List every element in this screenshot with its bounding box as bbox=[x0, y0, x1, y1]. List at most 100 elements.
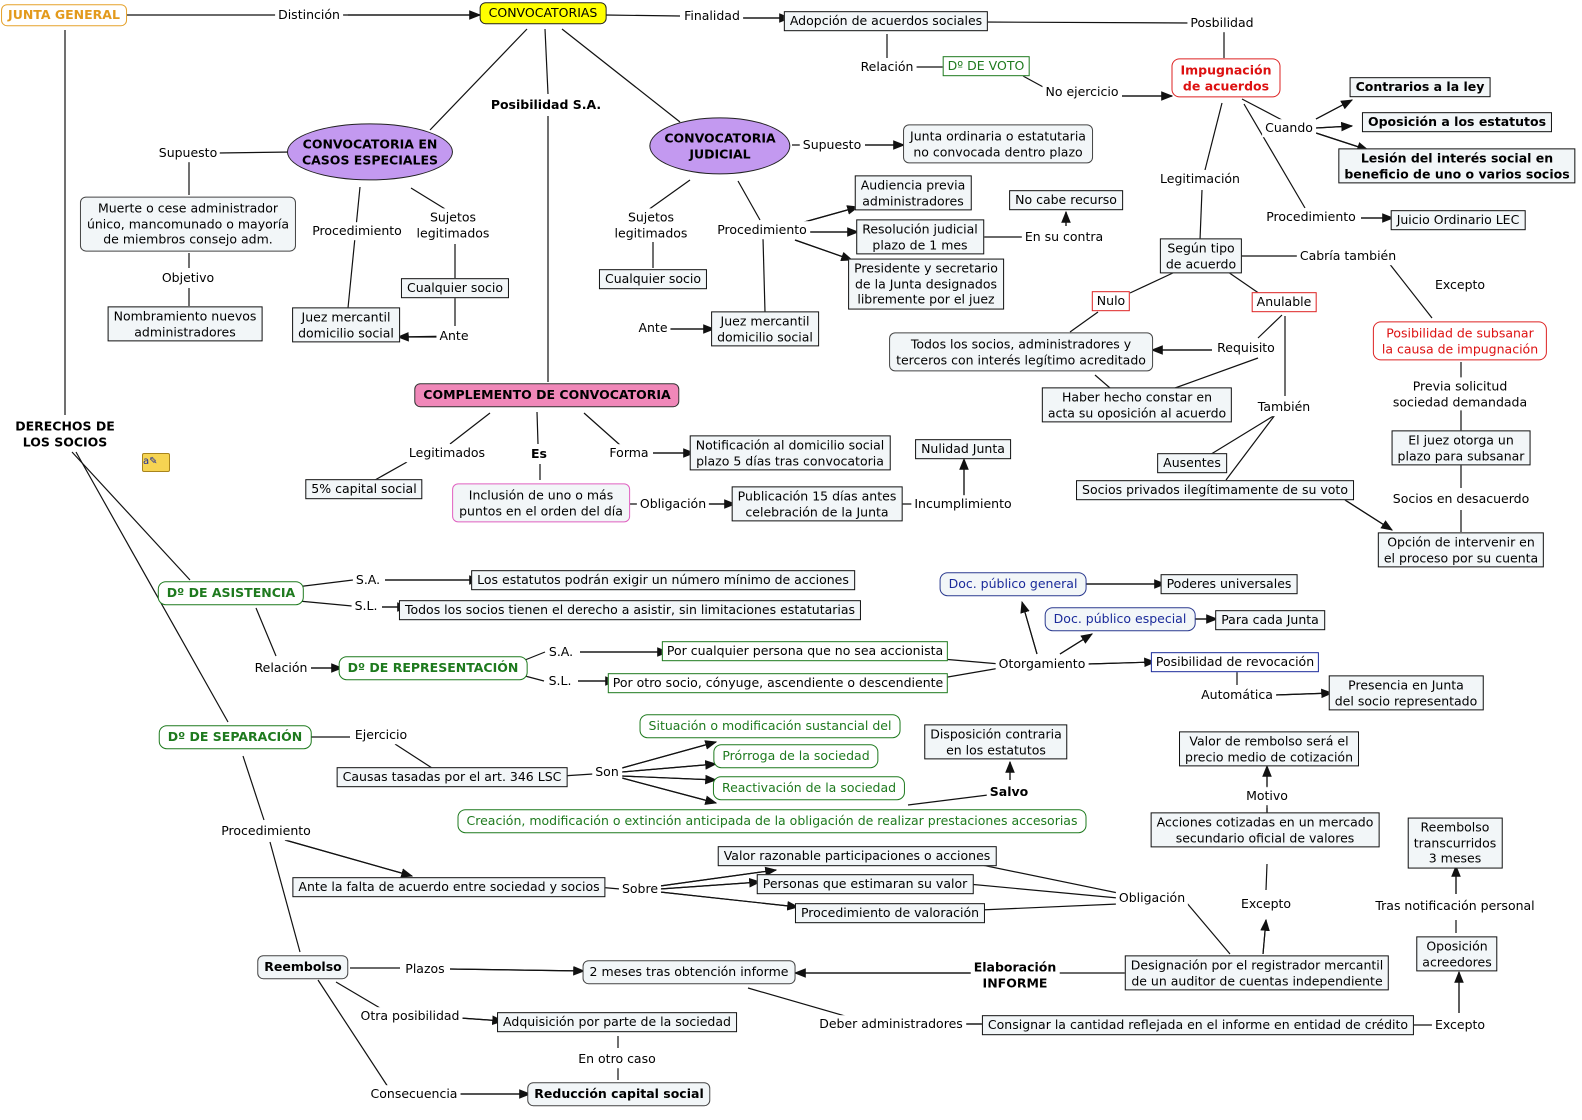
juicio-ordinario-node[interactable]: Juicio Ordinario LEC bbox=[1390, 210, 1526, 230]
cabria-tambien-node[interactable]: Cabría también bbox=[1296, 247, 1400, 265]
automatica-node[interactable]: Automática bbox=[1198, 686, 1276, 704]
requisito-node[interactable]: Requisito bbox=[1214, 339, 1278, 357]
poderes-node[interactable]: Poderes universales bbox=[1160, 574, 1298, 594]
cualquier-socio-esp-node[interactable]: Cualquier socio bbox=[400, 278, 510, 298]
socios-privados-node[interactable]: Socios privados ilegítimamente de su vot… bbox=[1076, 480, 1354, 500]
doc-especial-node[interactable]: Doc. público especial bbox=[1044, 607, 1196, 631]
ausentes-node[interactable]: Ausentes bbox=[1157, 453, 1227, 473]
sa-rep-node[interactable]: S.A. bbox=[545, 643, 577, 661]
adopcion-node[interactable]: Adopción de acuerdos sociales bbox=[783, 11, 989, 31]
relacion-voto-node[interactable]: Relación bbox=[857, 58, 917, 76]
consignar-node[interactable]: Consignar la cantidad reflejada en el in… bbox=[981, 1015, 1415, 1035]
dos-meses-node[interactable]: 2 meses tras obtención informe bbox=[582, 960, 796, 984]
adquisicion-node[interactable]: Adquisición por parte de la sociedad bbox=[497, 1012, 737, 1032]
procedimiento-sep-node[interactable]: Procedimiento bbox=[218, 822, 314, 840]
obligacion-comp-node[interactable]: Obligación bbox=[636, 495, 710, 513]
procedimiento-esp-node[interactable]: Procedimiento bbox=[309, 222, 405, 240]
prorroga-node[interactable]: Prórroga de la sociedad bbox=[713, 744, 879, 768]
capital-5-node[interactable]: 5% capital social bbox=[305, 479, 423, 499]
obligacion-sep-node[interactable]: Obligación bbox=[1115, 889, 1189, 907]
no-cabe-node[interactable]: No cabe recurso bbox=[1009, 190, 1123, 210]
cuando-node[interactable]: Cuando bbox=[1262, 119, 1316, 137]
ante-jud-node[interactable]: Ante bbox=[635, 319, 671, 337]
creacion-node[interactable]: Creación, modificación o extinción antic… bbox=[457, 809, 1087, 833]
incumplimiento-node[interactable]: Incumplimiento bbox=[911, 495, 1015, 513]
procedimiento-jud-node[interactable]: Procedimiento bbox=[714, 221, 810, 239]
son-node[interactable]: Son bbox=[592, 763, 622, 781]
do-representacion-node[interactable]: Dº DE REPRESENTACIÓN bbox=[338, 656, 528, 680]
cualquier-socio-jud-node[interactable]: Cualquier socio bbox=[598, 269, 708, 289]
complemento-node[interactable]: COMPLEMENTO DE CONVOCATORIA bbox=[414, 383, 680, 407]
causas-tasadas-node[interactable]: Causas tasadas por el art. 346 LSC bbox=[336, 767, 568, 787]
motivo-node[interactable]: Motivo bbox=[1243, 787, 1291, 805]
reduccion-node[interactable]: Reducción capital social bbox=[527, 1082, 711, 1106]
relacion-rep-node[interactable]: Relación bbox=[251, 659, 311, 677]
en-su-contra-node[interactable]: En su contra bbox=[1021, 228, 1107, 246]
distincion-node[interactable]: Distinción bbox=[275, 6, 343, 24]
cualquier-persona-node[interactable]: Por cualquier persona que no sea accioni… bbox=[661, 641, 949, 661]
legitimacion-node[interactable]: Legitimación bbox=[1157, 170, 1243, 188]
excepto-cot-node[interactable]: Excepto bbox=[1237, 895, 1295, 913]
do-separacion-node[interactable]: Dº DE SEPARACIÓN bbox=[158, 725, 312, 749]
proc-valoracion-node[interactable]: Procedimiento de valoración bbox=[794, 903, 986, 923]
nulo-node[interactable]: Nulo bbox=[1091, 291, 1131, 311]
estatutos-exigir-node[interactable]: Los estatutos podrán exigir un número mí… bbox=[471, 570, 855, 590]
excepto-subsanar-node[interactable]: Excepto bbox=[1431, 276, 1489, 294]
todos-asistir-node[interactable]: Todos los socios tienen el derecho a asi… bbox=[398, 600, 862, 620]
ante-falta-node[interactable]: Ante la falta de acuerdo entre sociedad … bbox=[292, 877, 606, 897]
es-node[interactable]: Es bbox=[528, 445, 550, 463]
finalidad-node[interactable]: Finalidad bbox=[681, 7, 743, 25]
plazos-node[interactable]: Plazos bbox=[402, 960, 448, 978]
sa-asist-node[interactable]: S.A. bbox=[352, 571, 384, 589]
oposicion-estatutos-node[interactable]: Oposición a los estatutos bbox=[1361, 112, 1553, 132]
designacion-node[interactable]: Designación por el registrador mercantil… bbox=[1124, 955, 1390, 991]
sl-asist-node[interactable]: S.L. bbox=[351, 597, 381, 615]
no-ejercicio-node[interactable]: No ejercicio bbox=[1042, 83, 1122, 101]
convocatorias-node[interactable]: CONVOCATORIAS bbox=[479, 2, 607, 24]
legitimados-node[interactable]: Legitimados bbox=[405, 444, 489, 462]
sobre-node[interactable]: Sobre bbox=[618, 880, 662, 898]
ante-esp-node[interactable]: Ante bbox=[436, 327, 472, 345]
otra-posibilidad-node[interactable]: Otra posibilidad bbox=[357, 1007, 463, 1025]
otro-socio-node[interactable]: Por otro socio, cónyuge, ascendiente o d… bbox=[607, 673, 949, 693]
personas-estimaran-node[interactable]: Personas que estimaran su valor bbox=[756, 874, 974, 894]
consecuencia-node[interactable]: Consecuencia bbox=[367, 1085, 461, 1103]
anulable-node[interactable]: Anulable bbox=[1251, 292, 1317, 312]
socios-desacuerdo-node[interactable]: Socios en desacuerdo bbox=[1389, 490, 1533, 508]
situacion-node[interactable]: Situación o modificación sustancial del bbox=[639, 714, 901, 738]
cada-junta-node[interactable]: Para cada Junta bbox=[1215, 610, 1325, 630]
sl-rep-node[interactable]: S.L. bbox=[545, 672, 575, 690]
tras-notificacion-node[interactable]: Tras notificación personal bbox=[1372, 897, 1538, 915]
note-icon[interactable]: a✎ bbox=[142, 453, 170, 472]
revocacion-node[interactable]: Posibilidad de revocación bbox=[1150, 652, 1320, 672]
doc-general-node[interactable]: Doc. público general bbox=[939, 572, 1087, 596]
contrarios-ley-node[interactable]: Contrarios a la ley bbox=[1349, 77, 1491, 97]
reembolso-node[interactable]: Reembolso bbox=[257, 955, 349, 979]
